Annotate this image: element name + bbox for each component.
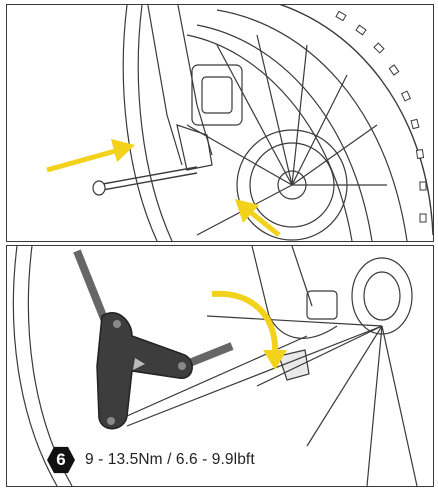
- axle-insertion-illustration: [6, 4, 434, 242]
- yellow-arrow-icon: [46, 139, 135, 173]
- y-wrench-icon: [73, 249, 234, 430]
- torque-spec-text: 9 - 13.5Nm / 6.6 - 9.9lbft: [85, 451, 255, 468]
- step-number-badge: 6: [47, 446, 75, 474]
- wheel-axle-drawing: [46, 5, 433, 241]
- axle-tightening-illustration: 6 9 - 13.5Nm / 6.6 - 9.9lbft: [6, 245, 434, 487]
- curved-yellow-arrow-icon: [211, 290, 287, 370]
- yellow-arrow-icon: [235, 199, 281, 237]
- torque-caption: 6 9 - 13.5Nm / 6.6 - 9.9lbft: [47, 446, 255, 474]
- hex-wrench-drawing: [12, 246, 418, 486]
